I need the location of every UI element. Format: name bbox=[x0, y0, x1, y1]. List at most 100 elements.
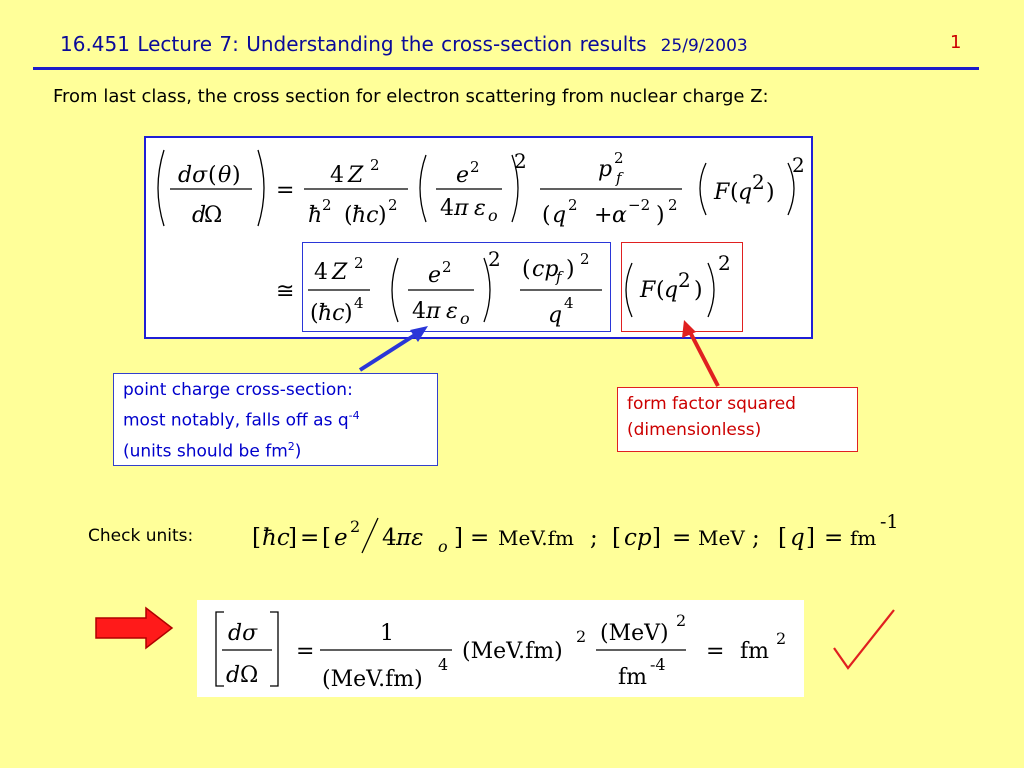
intro-text: From last class, the cross section for e… bbox=[53, 86, 769, 107]
point-charge-note-line3-end: ) bbox=[294, 441, 302, 462]
svg-text:q: q bbox=[738, 180, 752, 205]
svg-text:1: 1 bbox=[380, 621, 394, 646]
svg-text:): ) bbox=[766, 180, 775, 205]
result-mevfm-middle: (MeV.fm) bbox=[462, 639, 563, 664]
svg-text:ħc: ħc bbox=[318, 301, 345, 326]
point-charge-note-line3-text: (units should be fm bbox=[123, 441, 288, 462]
svg-text:2: 2 bbox=[580, 250, 590, 268]
svg-text:2: 2 bbox=[676, 611, 686, 630]
result-mevfm-denominator: (MeV.fm) bbox=[322, 667, 423, 692]
point-charge-note: point charge cross-section: most notably… bbox=[113, 373, 438, 466]
svg-text:2: 2 bbox=[354, 254, 364, 272]
title-rule bbox=[33, 67, 979, 70]
svg-text:2: 2 bbox=[718, 251, 731, 275]
svg-text:2: 2 bbox=[614, 149, 624, 167]
svg-text:=: = bbox=[672, 525, 691, 551]
svg-text:=: = bbox=[470, 525, 489, 551]
svg-text:4: 4 bbox=[412, 299, 426, 324]
svg-text:ħc: ħc bbox=[262, 525, 290, 551]
svg-text:ε: ε bbox=[446, 299, 458, 324]
svg-text:;: ; bbox=[590, 525, 598, 551]
point-charge-note-line1: point charge cross-section: bbox=[123, 380, 353, 400]
svg-text:[: [ bbox=[252, 525, 261, 551]
point-charge-note-line3: (units should be fm2) bbox=[123, 434, 428, 465]
point-charge-note-line2: most notably, falls off as q-4 bbox=[123, 403, 428, 434]
form-factor-note-line2: (dimensionless) bbox=[627, 420, 762, 440]
svg-text:=: = bbox=[706, 639, 724, 664]
svg-text:4: 4 bbox=[354, 294, 364, 312]
units-mevfm: MeV.fm bbox=[498, 526, 574, 550]
svg-text:2: 2 bbox=[350, 517, 360, 536]
svg-text:]: ] bbox=[454, 525, 463, 551]
svg-text:q: q bbox=[548, 303, 562, 328]
svg-text:ħc: ħc bbox=[352, 203, 379, 228]
svg-text:(: ( bbox=[310, 301, 319, 326]
svg-text:o: o bbox=[438, 537, 448, 556]
result-fm-denominator: fm bbox=[618, 665, 647, 690]
result-fm-square: 2 bbox=[776, 629, 786, 648]
form-factor-term-box bbox=[621, 242, 743, 332]
svg-text:θ: θ bbox=[218, 163, 231, 188]
point-charge-note-line3-sup: 2 bbox=[287, 439, 295, 453]
svg-text:f: f bbox=[555, 268, 564, 286]
svg-text:]: ] bbox=[652, 525, 661, 551]
svg-text:dσ: dσ bbox=[178, 163, 208, 188]
svg-text:q: q bbox=[664, 278, 678, 303]
slide-title: 16.451 Lecture 7: Understanding the cros… bbox=[60, 32, 748, 56]
svg-text:2: 2 bbox=[568, 196, 578, 214]
svg-text:(: ( bbox=[522, 257, 531, 282]
svg-text:f: f bbox=[615, 169, 624, 187]
svg-text:cp: cp bbox=[624, 525, 652, 551]
svg-text:e: e bbox=[334, 525, 348, 551]
units-mev: MeV bbox=[698, 526, 745, 550]
svg-text:Ω: Ω bbox=[240, 663, 258, 688]
form-factor-note-line1: form factor squared bbox=[627, 394, 796, 414]
svg-text:d: d bbox=[226, 663, 240, 688]
svg-text:4: 4 bbox=[438, 655, 448, 674]
units-fm-exp: -1 bbox=[880, 511, 899, 533]
title-text: 16.451 Lecture 7: Understanding the cros… bbox=[60, 32, 647, 56]
svg-text:): ) bbox=[566, 257, 575, 282]
svg-text:q: q bbox=[790, 525, 805, 551]
page-number: 1 bbox=[950, 32, 962, 53]
check-units-label: Check units: bbox=[88, 526, 194, 546]
svg-text:e: e bbox=[456, 163, 469, 188]
svg-text:(: ( bbox=[208, 163, 217, 188]
result-fm-exp: -4 bbox=[650, 655, 666, 674]
svg-text:): ) bbox=[694, 278, 703, 303]
svg-text:2: 2 bbox=[388, 196, 398, 214]
svg-text:=: = bbox=[276, 178, 294, 203]
svg-text:e: e bbox=[428, 263, 441, 288]
svg-text:cp: cp bbox=[532, 257, 558, 282]
svg-text:2: 2 bbox=[488, 247, 501, 271]
svg-text:2: 2 bbox=[792, 153, 805, 177]
svg-text:4: 4 bbox=[330, 163, 344, 188]
result-fm: fm bbox=[740, 639, 769, 664]
point-charge-term-box bbox=[302, 242, 611, 332]
svg-text:2: 2 bbox=[668, 196, 678, 214]
svg-text:Z: Z bbox=[347, 163, 364, 188]
svg-text:d: d bbox=[192, 203, 206, 228]
svg-text:π: π bbox=[425, 299, 441, 324]
svg-text:π: π bbox=[453, 196, 469, 221]
point-charge-note-line2-sup: -4 bbox=[348, 409, 360, 422]
svg-text:ε: ε bbox=[474, 196, 486, 221]
svg-text:+: + bbox=[594, 203, 612, 228]
svg-text:q: q bbox=[552, 203, 566, 228]
svg-text:): ) bbox=[656, 203, 665, 228]
svg-text:): ) bbox=[378, 203, 387, 228]
svg-text:=: = bbox=[300, 525, 319, 551]
svg-text:2: 2 bbox=[322, 196, 332, 214]
svg-text:dσ: dσ bbox=[228, 621, 258, 646]
svg-text:α: α bbox=[612, 203, 627, 228]
svg-text:4: 4 bbox=[382, 525, 397, 551]
right-arrow-icon bbox=[95, 606, 174, 650]
form-factor-arrowhead bbox=[682, 320, 696, 338]
form-factor-pointer-arrow bbox=[688, 331, 720, 387]
svg-text:o: o bbox=[488, 206, 498, 225]
svg-text:=: = bbox=[824, 525, 843, 551]
svg-text:Z: Z bbox=[331, 260, 348, 285]
